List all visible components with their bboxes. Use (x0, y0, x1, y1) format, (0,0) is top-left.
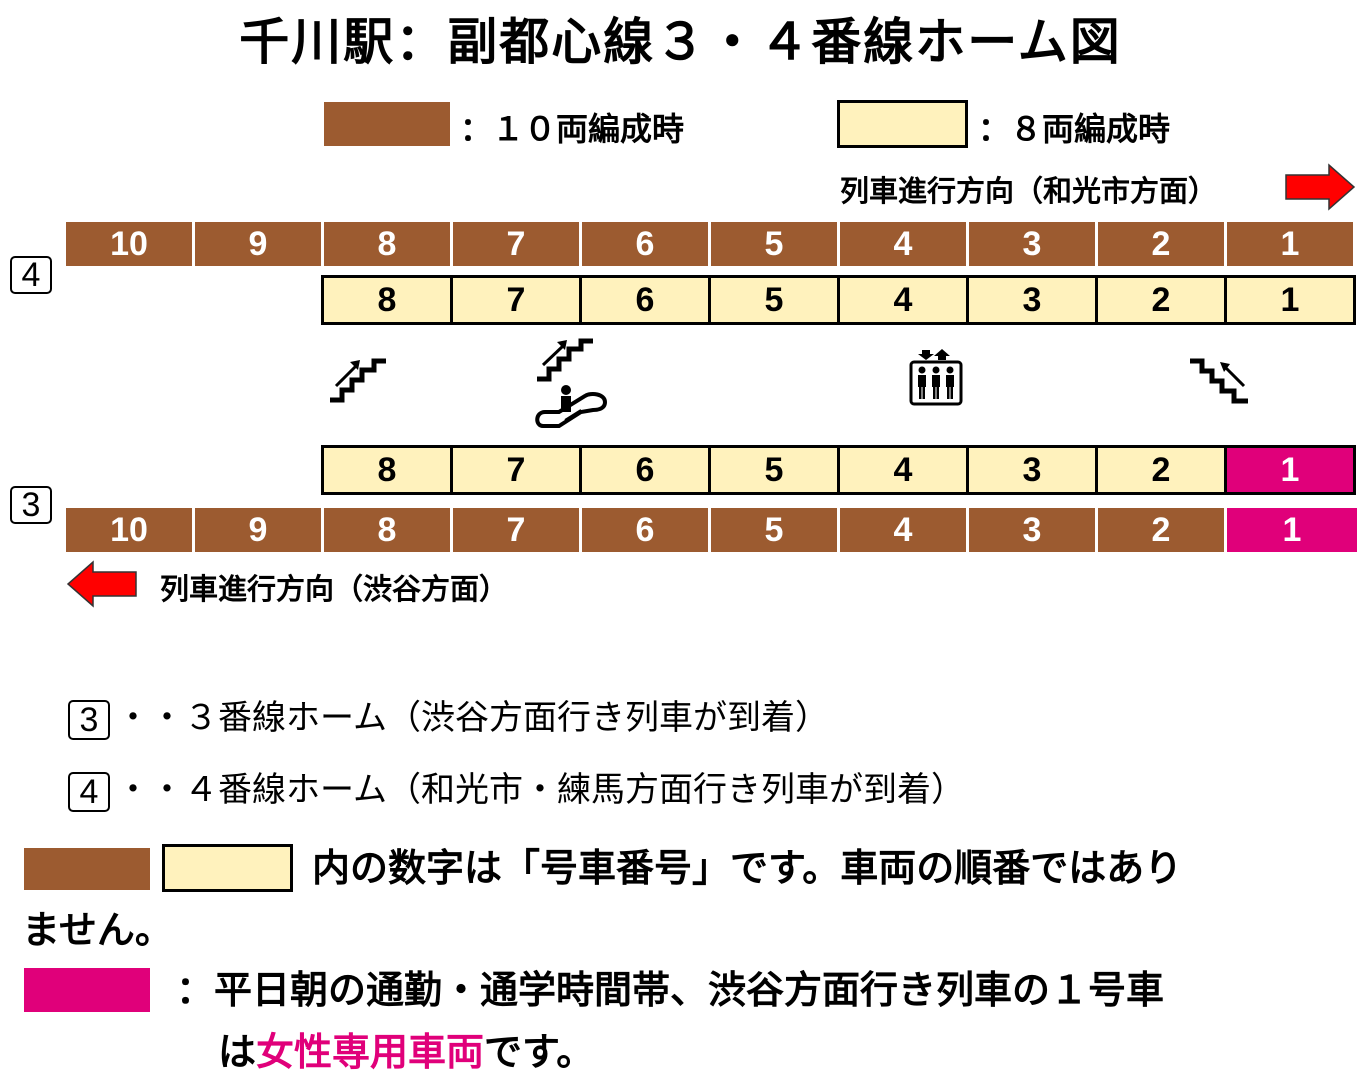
track-3-note-badge: 3 (68, 700, 110, 741)
track-3-badge: 3 (10, 486, 52, 524)
women-only-car: 1 (1227, 448, 1353, 492)
direction-label-track4: 列車進行方向（和光市方面） (840, 174, 1218, 208)
car: 3 (969, 278, 1098, 322)
track4-ten-car-row: 10 9 8 7 6 5 4 3 2 1 (66, 222, 1353, 266)
car: 6 (582, 278, 711, 322)
women-only-note-line1: ：平日朝の通勤・通学時間帯、渋谷方面行き列車の１号車 (176, 968, 1165, 1012)
eight-car-swatch (837, 100, 968, 148)
car: 9 (195, 508, 321, 552)
stairs-escalator-icon (535, 338, 608, 428)
track-4-note: 4・・４番線ホーム（和光市・練馬方面行き列車が到着） (68, 762, 965, 813)
track-4-badge: 4 (10, 256, 52, 294)
car: 8 (324, 508, 450, 552)
track-4-note-badge: 4 (68, 772, 110, 813)
car: 4 (840, 222, 966, 266)
car: 7 (453, 448, 582, 492)
car: 4 (840, 448, 969, 492)
car: 5 (711, 278, 840, 322)
car: 6 (582, 222, 708, 266)
track4-eight-car-row: 8 7 6 5 4 3 2 1 (321, 275, 1356, 325)
car: 6 (582, 508, 708, 552)
car: 8 (324, 222, 450, 266)
track3-ten-car-row: 10 9 8 7 6 5 4 3 2 1 (66, 508, 1357, 552)
track-4-note-text: ・・４番線ホーム（和光市・練馬方面行き列車が到着） (116, 771, 965, 809)
car: 6 (582, 448, 711, 492)
ten-car-legend-label: ：１０両編成時 (460, 110, 685, 148)
women-only-swatch (24, 968, 150, 1012)
car: 2 (1098, 278, 1227, 322)
stairs-down-icon (1190, 358, 1248, 404)
car: 4 (840, 508, 966, 552)
car: 2 (1098, 508, 1224, 552)
car: 3 (969, 508, 1095, 552)
car: 10 (66, 508, 192, 552)
car: 5 (711, 508, 837, 552)
ten-car-swatch (324, 102, 450, 146)
car: 5 (711, 448, 840, 492)
women-only-note-line2: は女性専用車両です。 (218, 1022, 594, 1082)
women-only-prefix: は (218, 1030, 257, 1074)
car: 3 (969, 222, 1095, 266)
track-3-note: 3・・３番線ホーム（渋谷方面行き列車が到着） (68, 690, 829, 741)
women-only-suffix: です。 (484, 1030, 595, 1074)
car: 8 (324, 448, 453, 492)
car: 1 (1227, 278, 1353, 322)
page-title: 千川駅：副都心線３・４番線ホーム図 (239, 13, 1122, 71)
arrow-right-icon (1285, 163, 1356, 211)
stairs-up-icon (330, 358, 386, 403)
car: 10 (66, 222, 192, 266)
ten-car-swatch-note (24, 848, 150, 890)
car: 9 (195, 222, 321, 266)
car: 2 (1098, 222, 1224, 266)
car: 7 (453, 508, 579, 552)
arrow-left-icon (66, 560, 137, 608)
eight-car-swatch-note (162, 844, 293, 892)
track-3-note-text: ・・３番線ホーム（渋谷方面行き列車が到着） (116, 699, 829, 737)
car: 4 (840, 278, 969, 322)
car: 1 (1227, 222, 1353, 266)
car: 8 (324, 278, 453, 322)
elevator-icon (909, 349, 963, 406)
car-number-note-line2: ません。 (22, 908, 173, 952)
eight-car-legend-label: ：８両編成時 (978, 110, 1171, 148)
women-only-car: 1 (1227, 508, 1357, 552)
car: 2 (1098, 448, 1227, 492)
car-number-note-line1: 内の数字は「号車番号」です。車両の順番ではあり (312, 846, 1183, 890)
women-only-highlight: 女性専用車両 (256, 1030, 485, 1074)
track3-eight-car-row: 8 7 6 5 4 3 2 1 (321, 445, 1356, 495)
car: 5 (711, 222, 837, 266)
car: 7 (453, 278, 582, 322)
car: 3 (969, 448, 1098, 492)
direction-label-track3: 列車進行方向（渋谷方面） (160, 572, 509, 606)
car: 7 (453, 222, 579, 266)
